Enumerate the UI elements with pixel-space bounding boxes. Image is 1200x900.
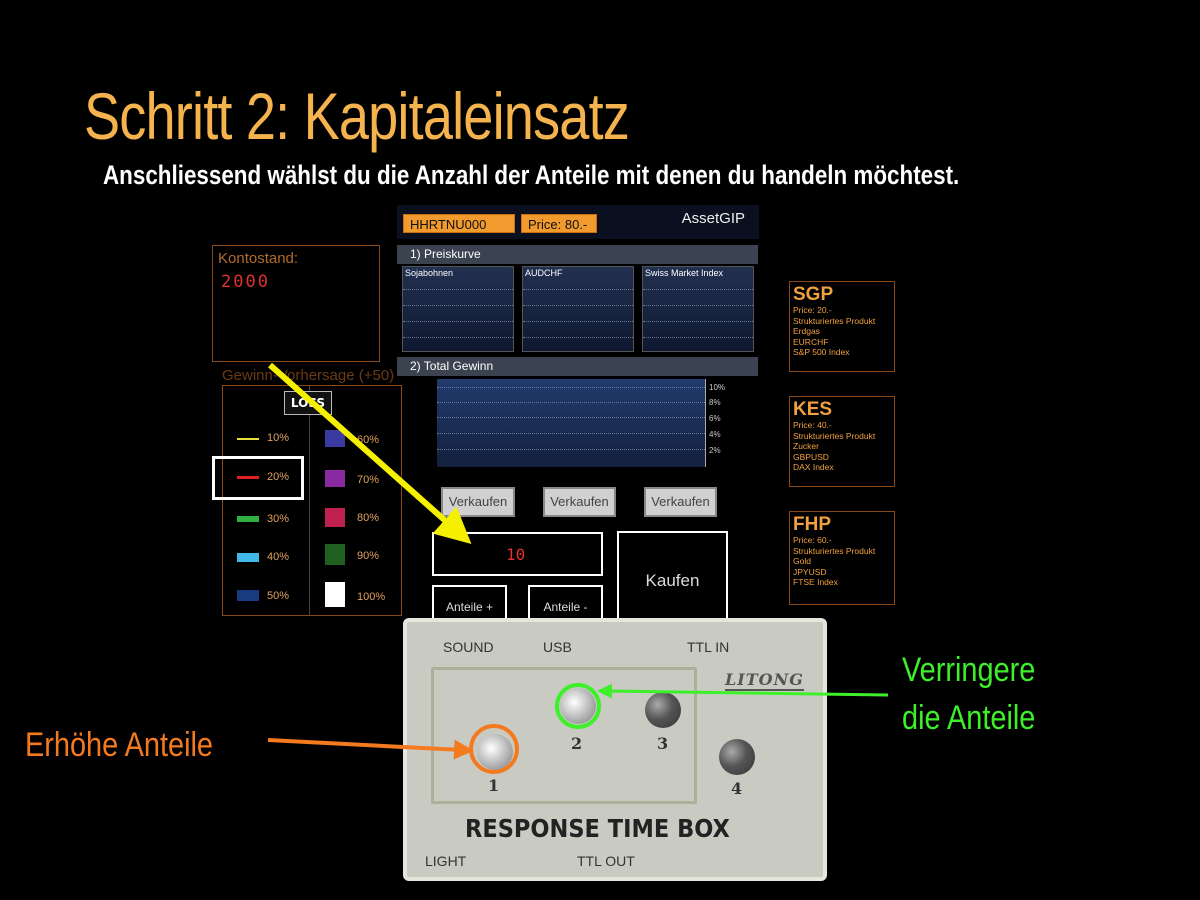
swatch-90[interactable] [325,544,345,565]
tick-10: 10% [709,383,726,392]
tick-2: 2% [709,446,721,455]
swatch-10[interactable] [237,438,259,440]
profit-chart [437,379,706,467]
legend-item-50[interactable]: 50% [267,590,290,602]
device-button-3-label: 3 [657,734,669,753]
asset-code: FHP [793,514,831,535]
tick-8: 8% [709,398,721,407]
legend-item-90[interactable]: 90% [357,550,380,562]
green-ring [555,683,601,729]
device-button-1[interactable] [477,734,513,770]
slide-title: Schritt 2: Kapitaleinsatz [84,79,630,153]
device-logo: LITONG [725,670,804,691]
legend-item-100[interactable]: 100% [357,591,386,603]
legend-item-70[interactable]: 70% [357,474,380,486]
ttl-in-label: TTL IN [687,639,730,655]
section-price-curve: 1) Preiskurve [397,245,758,264]
price-tag: Price: 80.- [521,214,597,233]
swatch-30[interactable] [237,516,259,522]
tick-4: 4% [709,430,721,439]
sound-label: SOUND [443,639,494,655]
sell-button-3[interactable]: Verkaufen [644,487,717,517]
chart-title: AUDCHF [525,268,563,278]
sell-button-1[interactable]: Verkaufen [441,487,515,517]
light-label: LIGHT [425,853,467,869]
device-button-2-label: 2 [571,734,583,753]
chart-title: Swiss Market Index [645,268,724,278]
device-button-1-label: 1 [488,776,500,795]
chart-audchf: AUDCHF [522,266,634,352]
swatch-40[interactable] [237,553,259,562]
asset-card-kes[interactable]: KES Price: 40.- Strukturiertes Produkt Z… [789,396,895,487]
asset-line: Strukturiertes Produkt [793,545,876,556]
asset-line: Strukturiertes Produkt [793,430,876,441]
slide-subtitle: Anschliessend wählst du die Anzahl der A… [103,160,960,190]
yellow-arrow [268,362,472,544]
device-button-4-label: 4 [731,779,743,798]
legend-item-40[interactable]: 40% [267,551,290,563]
section-total-profit: 2) Total Gewinn [397,357,758,376]
shares-display: 10 [432,532,603,576]
legend-item-60[interactable]: 60% [357,434,380,446]
sell-button-2[interactable]: Verkaufen [543,487,616,517]
orange-arrow [267,738,474,760]
asset-line: S&P 500 Index [793,347,850,357]
asset-line: Zucker [793,441,819,451]
button-panel [431,667,697,804]
legend-item-80[interactable]: 80% [357,512,380,524]
legend-item-10[interactable]: 10% [267,432,290,444]
ttl-out-label: TTL OUT [577,853,635,869]
asset-card-sgp[interactable]: SGP Price: 20.- Strukturiertes Produkt E… [789,281,895,372]
chart-title: Sojabohnen [405,268,454,278]
account-balance-value: 2000 [221,272,270,292]
asset-line: Price: 20.- [793,305,832,315]
callout-decrease-2: die Anteile [902,699,1036,737]
tick-6: 6% [709,414,721,423]
asset-line: Price: 40.- [793,420,832,430]
swatch-50[interactable] [237,590,259,601]
device-button-3[interactable] [645,692,681,728]
device-button-2[interactable] [560,688,596,724]
callout-decrease-1: Verringere [902,651,1036,689]
asset-code: KES [793,399,833,420]
forecast-label: Gewinn-Vorhersage (+50) [222,367,395,384]
legend-item-30[interactable]: 30% [267,513,290,525]
swatch-20[interactable] [237,476,259,479]
asset-line: GBPUSD [793,451,829,462]
callout-increase: Erhöhe Anteile [25,726,213,764]
orange-ring [469,724,519,774]
usb-label: USB [543,639,572,655]
asset-line: FTSE Index [793,577,838,587]
asset-code: SGP [793,284,834,305]
swatch-70[interactable] [325,470,345,487]
swatch-60[interactable] [325,430,345,447]
swatch-100[interactable] [325,582,345,607]
chart-smi: Swiss Market Index [642,266,754,352]
legend-item-20[interactable]: 20% [267,471,290,483]
asset-line: EURCHF [793,336,829,347]
asset-line: Erdgas [793,326,820,336]
asset-line: DAX Index [793,462,834,472]
asset-line: JPYUSD [793,566,827,577]
asset-line: Gold [793,556,811,566]
swatch-80[interactable] [325,508,345,527]
asset-line: Price: 60.- [793,535,832,545]
account-balance-label: Kontostand: [218,250,299,267]
chart-sojabohnen: Sojabohnen [402,266,514,352]
account-balance-panel: Kontostand: 2000 [212,245,380,362]
ticker-tag: HHRTNU000 [403,214,515,233]
device-title: RESPONSE TIME BOX [465,814,730,843]
asset-header: HHRTNU000 Price: 80.- AssetGIP [397,205,759,239]
green-arrow [597,683,889,699]
asset-line: Strukturiertes Produkt [793,315,876,326]
legend-divider [309,386,310,615]
forecast-legend: 10% 20% 30% 40% 50% 60% 70% 80% 90% 100% [222,385,402,616]
asset-card-fhp[interactable]: FHP Price: 60.- Strukturiertes Produkt G… [789,511,895,605]
device-button-4[interactable] [719,739,755,775]
selection-highlight [212,456,304,500]
shares-value: 10 [506,545,526,564]
brand-label: AssetGIP [681,210,745,227]
